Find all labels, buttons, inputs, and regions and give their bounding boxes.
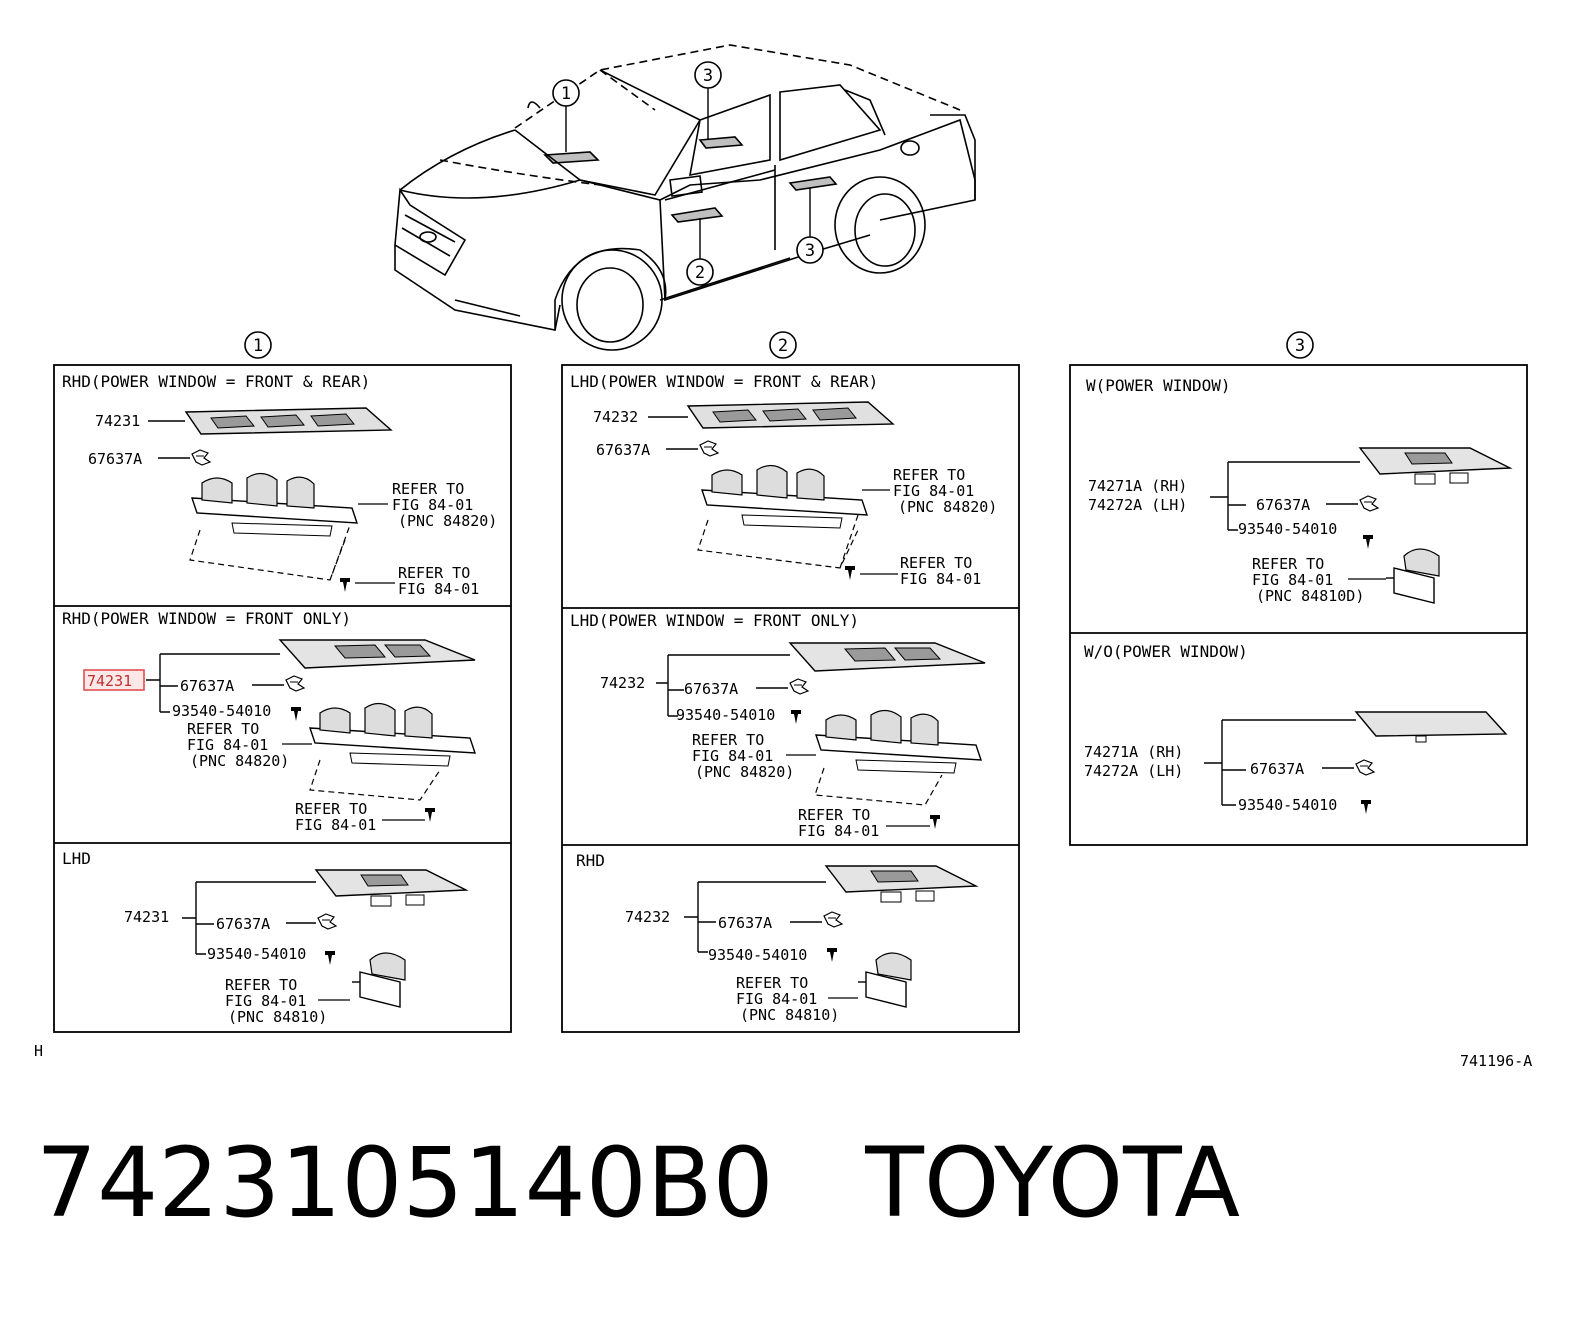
svg-text:1: 1 <box>253 336 263 356</box>
refer-line: (PNC 84820) <box>898 498 997 516</box>
corner-mark: H <box>34 1042 43 1060</box>
refer-line: REFER TO <box>736 974 808 992</box>
panel-c3-top: W(POWER WINDOW) 74271A (RH) 74272A (LH) … <box>1086 376 1511 605</box>
svg-text:2: 2 <box>695 263 705 283</box>
panel-header: LHD(POWER WINDOW = FRONT & REAR) <box>570 372 878 391</box>
refer-line: REFER TO <box>295 800 367 818</box>
refer-line: REFER TO <box>392 480 464 498</box>
car-callout-3-rear: 3 <box>796 188 824 264</box>
panel-c1-top: RHD(POWER WINDOW = FRONT & REAR) 74231 6… <box>62 372 497 598</box>
refer-line: FIG 84-01 <box>295 816 376 834</box>
refer-line: FIG 84-01 <box>187 736 268 754</box>
panel-c1-mid: RHD(POWER WINDOW = FRONT ONLY) 74231 676… <box>62 609 476 834</box>
svg-text:2: 2 <box>778 336 788 356</box>
refer-line: FIG 84-01 <box>798 822 879 840</box>
panel-header: LHD(POWER WINDOW = FRONT ONLY) <box>570 611 859 630</box>
screw-label: 93540-54010 <box>708 946 807 964</box>
part-number-rh: 74271A (RH) <box>1084 743 1183 761</box>
panel-header: RHD <box>576 851 605 870</box>
figure-id: 741196-A <box>1460 1052 1532 1070</box>
clip-label: 67637A <box>684 680 738 698</box>
part-number-label: 74231 <box>124 908 169 926</box>
svg-text:1: 1 <box>561 84 571 104</box>
car-illustration <box>394 44 976 351</box>
clip-label: 67637A <box>216 915 270 933</box>
refer-line: (PNC 84810) <box>228 1008 327 1026</box>
refer-line: (PNC 84810D) <box>1256 587 1364 605</box>
panel-c1-bot: LHD 74231 67637A 93540-54010 REFER TO FI… <box>62 849 467 1026</box>
refer-line: REFER TO <box>692 731 764 749</box>
part-number-lh: 74272A (LH) <box>1088 496 1187 514</box>
panel-header: LHD <box>62 849 91 868</box>
clip-label: 67637A <box>1250 760 1304 778</box>
panel-header: RHD(POWER WINDOW = FRONT ONLY) <box>62 609 351 628</box>
screw-label: 93540-54010 <box>1238 796 1337 814</box>
refer-line: REFER TO <box>187 720 259 738</box>
screw-label: 93540-54010 <box>676 706 775 724</box>
highlighted-part-number: 74231 <box>87 672 132 690</box>
screw-label: 93540-54010 <box>1238 520 1337 538</box>
refer-line: FIG 84-01 <box>736 990 817 1008</box>
panel-c2-top: LHD(POWER WINDOW = FRONT & REAR) 74232 6… <box>570 372 997 588</box>
panel-c2-bot: RHD 74232 67637A 93540-54010 REFER TO FI… <box>576 851 977 1024</box>
refer-line: REFER TO <box>398 564 470 582</box>
panel-frames <box>53 364 1528 1033</box>
panel-c2-mid: LHD(POWER WINDOW = FRONT ONLY) 74232 676… <box>570 611 986 840</box>
clip-label: 67637A <box>88 450 142 468</box>
car-callout-2: 2 <box>686 218 714 286</box>
refer-line: FIG 84-01 <box>692 747 773 765</box>
panel-c3-bot: W/O(POWER WINDOW) 74271A (RH) 74272A (LH… <box>1084 642 1507 814</box>
refer-line: REFER TO <box>1252 555 1324 573</box>
car-callout-1: 1 <box>552 79 580 152</box>
refer-line: REFER TO <box>900 554 972 572</box>
refer-line: FIG 84-01 <box>1252 571 1333 589</box>
clip-label: 67637A <box>596 441 650 459</box>
product-title: 7423105140B0 TOYOTA <box>36 1135 1240 1231</box>
refer-line: (PNC 84820) <box>398 512 497 530</box>
clip-label: 67637A <box>180 677 234 695</box>
refer-line: FIG 84-01 <box>392 496 473 514</box>
panel-header: W(POWER WINDOW) <box>1086 376 1231 395</box>
refer-line: FIG 84-01 <box>893 482 974 500</box>
clip-label: 67637A <box>1256 496 1310 514</box>
panel-header: RHD(POWER WINDOW = FRONT & REAR) <box>62 372 370 391</box>
brand-title: TOYOTA <box>865 1127 1241 1239</box>
refer-line: REFER TO <box>893 466 965 484</box>
svg-text:3: 3 <box>1295 336 1305 356</box>
panel-header: W/O(POWER WINDOW) <box>1084 642 1248 661</box>
screw-label: 93540-54010 <box>172 702 271 720</box>
clip-label: 67637A <box>718 914 772 932</box>
refer-line: REFER TO <box>798 806 870 824</box>
part-number-rh: 74271A (RH) <box>1088 477 1187 495</box>
car-callout-3-top: 3 <box>694 61 722 140</box>
refer-line: (PNC 84820) <box>695 763 794 781</box>
refer-line: REFER TO <box>225 976 297 994</box>
refer-line: FIG 84-01 <box>900 570 981 588</box>
part-number-label: 74232 <box>625 908 670 926</box>
part-number-label: 74232 <box>600 674 645 692</box>
part-number-title: 7423105140B0 <box>36 1127 774 1239</box>
highlight-box <box>83 669 145 691</box>
column-circle-2: 2 <box>769 331 797 359</box>
refer-line: (PNC 84810) <box>740 1006 839 1024</box>
refer-line: FIG 84-01 <box>398 580 479 598</box>
refer-line: (PNC 84820) <box>190 752 289 770</box>
column-circle-1: 1 <box>244 331 272 359</box>
part-number-label: 74231 <box>95 412 140 430</box>
svg-text:3: 3 <box>703 66 713 86</box>
screw-label: 93540-54010 <box>207 945 306 963</box>
column-circle-3: 3 <box>1286 331 1314 359</box>
part-number-lh: 74272A (LH) <box>1084 762 1183 780</box>
part-number-label: 74232 <box>593 408 638 426</box>
refer-line: FIG 84-01 <box>225 992 306 1010</box>
svg-text:3: 3 <box>805 241 815 261</box>
